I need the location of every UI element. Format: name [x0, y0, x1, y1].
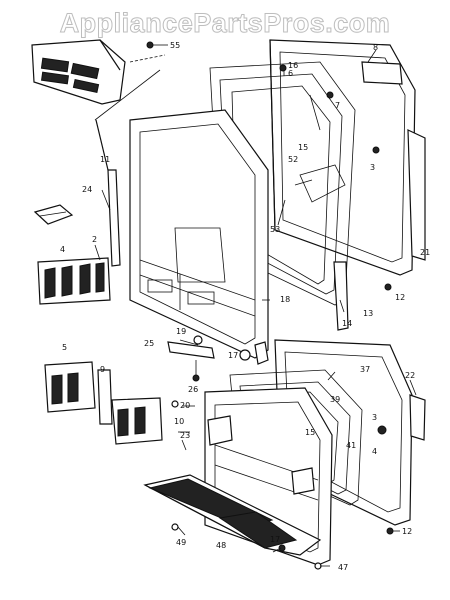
callout-label: 21: [420, 248, 430, 257]
callout-label: 19: [176, 327, 186, 336]
callout-label: 13: [363, 309, 373, 318]
callout-label: 12: [402, 527, 412, 536]
callout-label: 8: [373, 43, 378, 52]
callout-label: 52: [288, 155, 298, 164]
callout-label: 14: [342, 319, 352, 328]
bin-handle-part: [33, 204, 74, 225]
callout-label: 17: [228, 351, 238, 360]
callout-label: 4: [60, 245, 65, 254]
callout-label: 5: [62, 343, 67, 352]
callout-label: 47: [338, 563, 348, 572]
callout-label: 3: [370, 163, 375, 172]
callout-label: 4: [372, 447, 377, 456]
callout-labels: 55 8 6 7 16 15 3 52 53 11 24 2 4 21 12 1…: [60, 41, 430, 572]
callout-label: 53: [270, 225, 280, 234]
callout-label: 15: [298, 143, 308, 152]
grille-part: [37, 257, 111, 305]
callout-label: 9: [100, 365, 105, 374]
callout-label: 22: [405, 371, 415, 380]
drawer-front-part: [143, 474, 322, 556]
callout-label: 17: [270, 535, 280, 544]
lower-grille-part: [44, 361, 179, 445]
upper-door-outer-panel: [269, 39, 426, 291]
callout-label: 10: [174, 417, 184, 426]
callout-label: 37: [360, 365, 370, 374]
callout-label: 25: [144, 339, 154, 348]
callout-label: 15: [305, 428, 315, 437]
callout-label: 39: [330, 395, 340, 404]
callout-label: 41: [346, 441, 356, 450]
callout-label: 23: [180, 431, 190, 440]
callout-label: 3: [372, 413, 377, 422]
callout-label: 20: [180, 401, 190, 410]
callout-label: 49: [176, 538, 186, 547]
side-strip-part: [333, 261, 349, 331]
callout-label: 7: [335, 101, 340, 110]
callout-label: 11: [100, 155, 110, 164]
leader-lines: [94, 44, 417, 567]
top-trim-part: [31, 39, 166, 121]
callout-label: 18: [280, 295, 290, 304]
callout-label: 24: [82, 185, 92, 194]
callout-label: 6: [288, 69, 293, 78]
callout-label: 48: [216, 541, 226, 550]
callout-label: 55: [170, 41, 180, 50]
callout-label: 16: [288, 61, 298, 70]
callout-label: 26: [188, 385, 198, 394]
callout-label: 12: [395, 293, 405, 302]
upper-door-liner: [129, 109, 269, 365]
door-strip-part: [95, 119, 121, 267]
hinge-part: [167, 335, 251, 382]
callout-label: 2: [92, 235, 97, 244]
